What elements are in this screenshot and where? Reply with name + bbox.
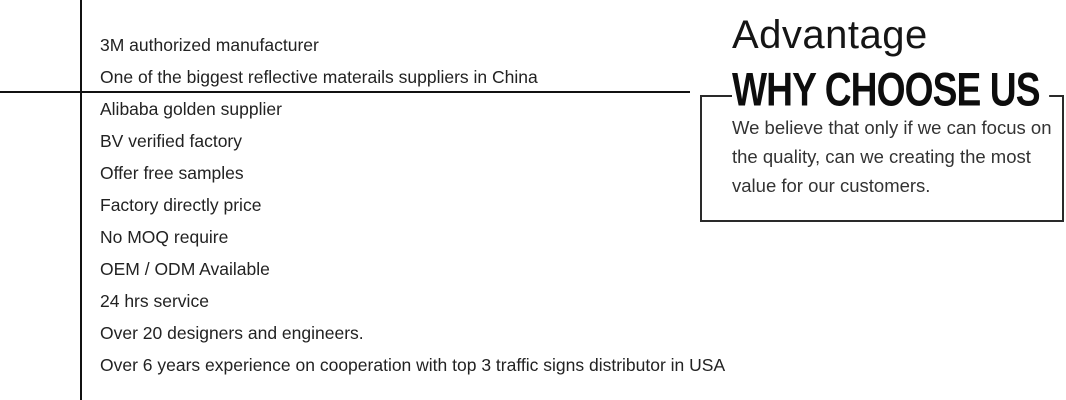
advantage-list-item: No MOQ require bbox=[100, 227, 229, 247]
advantage-list-item: Over 6 years experience on cooperation w… bbox=[100, 355, 726, 375]
why-choose-us-title: WHY CHOOSE US bbox=[732, 64, 1049, 120]
quality-statement-text: We believe that only if we can focus on … bbox=[732, 117, 1052, 196]
advantage-list-item: Alibaba golden supplier bbox=[100, 99, 282, 119]
advantage-list-item: Offer free samples bbox=[100, 163, 244, 183]
advantage-list-item: BV verified factory bbox=[100, 131, 242, 151]
advantage-list-item: One of the biggest reflective materails … bbox=[100, 67, 538, 87]
advantage-heading: Advantage bbox=[732, 13, 928, 57]
left-vertical-divider bbox=[80, 0, 82, 400]
advantage-list-item: Over 20 designers and engineers. bbox=[100, 323, 364, 343]
advantage-list-item: 24 hrs service bbox=[100, 291, 209, 311]
advantage-list-item: Factory directly price bbox=[100, 195, 262, 215]
advantage-list-item: 3M authorized manufacturer bbox=[100, 35, 319, 55]
advantage-list-item: OEM / ODM Available bbox=[100, 259, 270, 279]
horizontal-divider bbox=[0, 91, 690, 93]
